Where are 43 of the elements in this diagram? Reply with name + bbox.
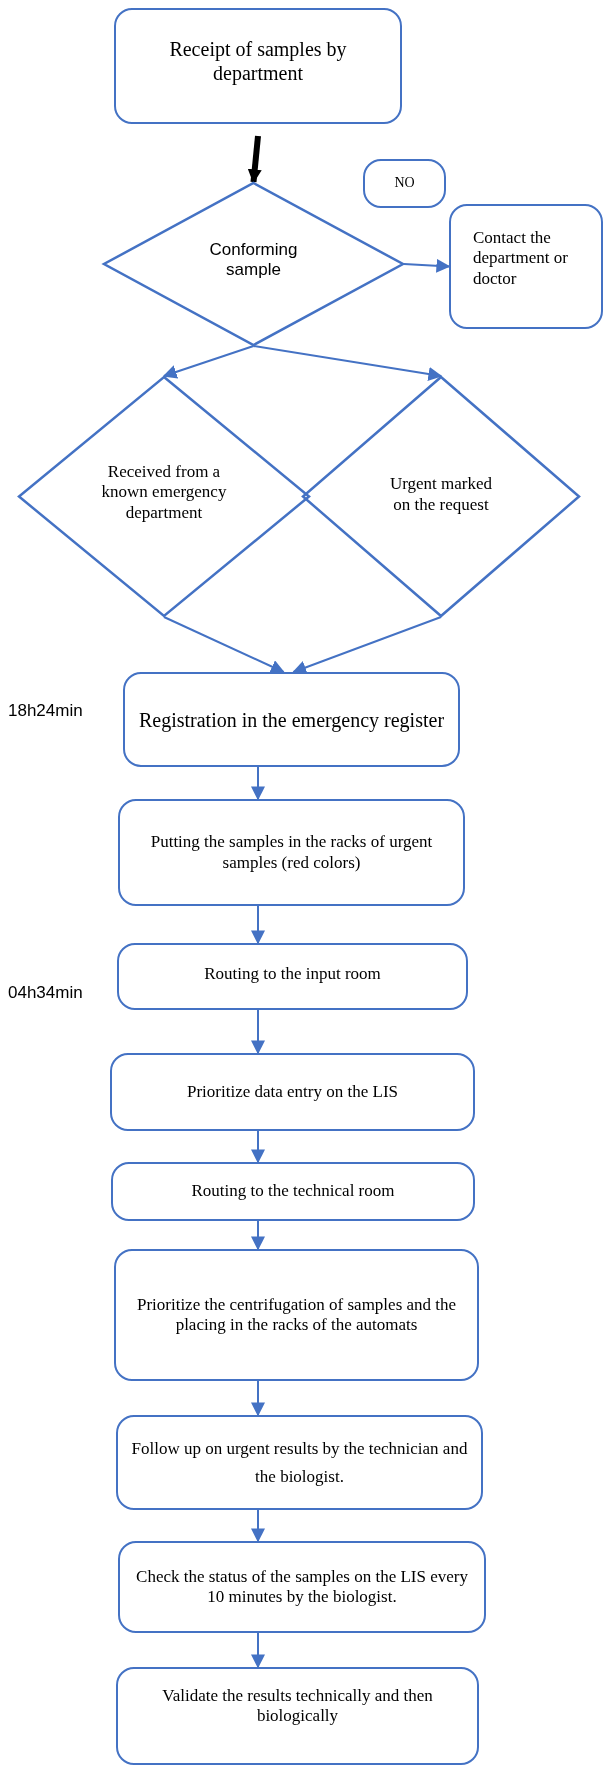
process-box	[123, 672, 460, 767]
step-text: Contact the department or doctor	[473, 227, 569, 290]
arrow	[251, 905, 265, 945]
arrow	[251, 766, 265, 801]
arrow	[292, 616, 442, 675]
process-box	[114, 1249, 479, 1381]
step-text: Routing to the technical room	[191, 1181, 395, 1202]
process-box	[114, 8, 402, 124]
process-box	[116, 1415, 483, 1510]
step-text: Receipt of samples by department	[168, 37, 348, 85]
arrow	[251, 1632, 265, 1669]
arrow	[251, 1380, 265, 1417]
step-text: Prioritize the centrifugation of samples and the placing in the racks of the automats	[135, 1294, 458, 1336]
process-box	[363, 159, 446, 208]
arrow	[251, 1220, 265, 1251]
arrow	[251, 1130, 265, 1164]
arrow	[251, 1509, 265, 1543]
arrow	[162, 345, 255, 379]
step-text: Follow up on urgent results by the technician and the biologist.	[130, 1438, 469, 1488]
time-label: 04h34min	[8, 983, 83, 1003]
process-box	[116, 1667, 479, 1765]
decision-label: Urgent marked on the request	[388, 474, 494, 515]
arrow	[163, 616, 285, 674]
process-box	[118, 799, 465, 906]
step-text: NO	[394, 175, 415, 192]
arrow	[251, 1009, 265, 1055]
decision-label: Conforming sample	[208, 239, 299, 281]
process-box	[110, 1053, 475, 1131]
arrow	[403, 258, 451, 273]
process-box	[118, 1541, 486, 1633]
decision-label: Received from a known emergency department	[100, 461, 228, 524]
step-text: Check the status of the samples on the LIS every 10 minutes by the biologist.	[135, 1566, 469, 1608]
step-text: Validate the results technically and then biologically	[161, 1685, 434, 1727]
arrow	[247, 135, 262, 184]
step-text: Routing to the input room	[204, 964, 381, 985]
arrow	[252, 345, 443, 381]
step-text: Prioritize data entry on the LIS	[187, 1081, 398, 1103]
step-text: Putting the samples in the racks of urgent samples (red colors)	[149, 832, 434, 873]
process-box	[111, 1162, 475, 1221]
process-box	[449, 204, 603, 329]
time-label: 18h24min	[8, 701, 83, 721]
process-box	[117, 943, 468, 1010]
step-text: Registration in the emergency register	[138, 707, 445, 732]
